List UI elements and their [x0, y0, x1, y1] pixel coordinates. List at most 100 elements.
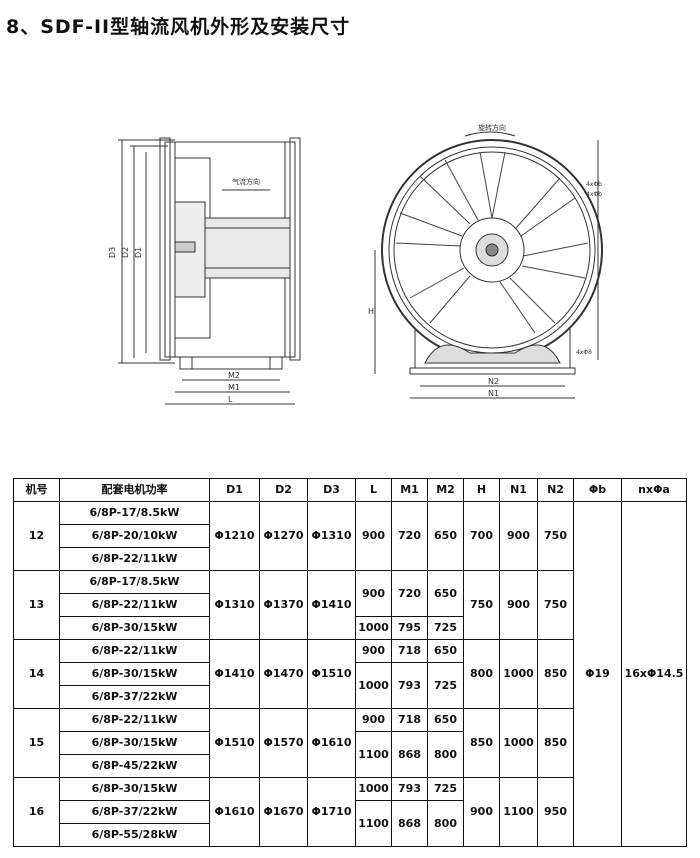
- h-cell: 700: [463, 501, 500, 571]
- m2-cell: 725: [427, 662, 464, 709]
- d3-cell: Φ1610: [307, 708, 356, 778]
- motor-cell: 6/8P-22/11kW: [59, 593, 210, 617]
- hole-callout-3: 4xΦb: [586, 191, 602, 198]
- motor-cell: 6/8P-17/8.5kW: [59, 501, 210, 525]
- n2-cell: 750: [537, 501, 574, 571]
- hole-callout-2: 4xΦ8: [576, 349, 592, 356]
- dim-D3-label: D3: [108, 247, 117, 258]
- airflow-label: 气流方向: [232, 177, 260, 186]
- m1-cell: 718: [391, 708, 428, 732]
- m1-cell: 868: [391, 800, 428, 847]
- n1-cell: 1000: [499, 708, 538, 778]
- l-cell: 1000: [355, 662, 392, 709]
- l-cell: 900: [355, 708, 392, 732]
- header-cell: M2: [427, 478, 464, 502]
- motor-cell: 6/8P-30/15kW: [59, 662, 210, 686]
- motor-cell: 6/8P-30/15kW: [59, 616, 210, 640]
- motor-cell: 6/8P-30/15kW: [59, 731, 210, 755]
- h-cell: 750: [463, 570, 500, 640]
- dim-N2-label: N2: [488, 377, 499, 386]
- motor-cell: 6/8P-37/22kW: [59, 800, 210, 824]
- m2-cell: 650: [427, 639, 464, 663]
- fan-outline-drawing: D3 D2 D1 气流方向 M2 M1 L 旋转方向: [108, 123, 603, 405]
- m2-cell: 800: [427, 800, 464, 847]
- header-cell: 配套电机功率: [59, 478, 210, 502]
- n1-cell: 900: [499, 501, 538, 571]
- motor-cell: 6/8P-45/22kW: [59, 754, 210, 778]
- table-row: 6/8P-37/22kW 1100 868 800: [14, 800, 687, 847]
- header-cell: H: [463, 478, 500, 502]
- m1-cell: 718: [391, 639, 428, 663]
- n2-cell: 850: [537, 639, 574, 709]
- table-row: 6/8P-37/22kW: [14, 685, 687, 709]
- table-row: 6/8P-30/15kW 1000 795 725: [14, 616, 687, 640]
- d2-cell: Φ1270: [259, 501, 308, 571]
- hole-callout-1: 4xΦb: [586, 181, 602, 188]
- m1-cell: 720: [391, 501, 428, 571]
- holes-cell: 16xΦ14.5: [621, 501, 687, 847]
- d2-cell: Φ1370: [259, 570, 308, 640]
- dim-M2-label: M2: [228, 371, 240, 380]
- d3-cell: Φ1710: [307, 777, 356, 847]
- motor-cell: 6/8P-22/11kW: [59, 547, 210, 571]
- table-row: 6/8P-30/15kW 1000 793 725: [14, 662, 687, 709]
- table-row: 6/8P-22/11kW: [14, 593, 687, 617]
- header-cell: L: [355, 478, 392, 502]
- rotation-label: 旋转方向: [478, 123, 506, 132]
- l-cell: 1100: [355, 731, 392, 778]
- header-cell: D1: [209, 478, 260, 502]
- motor-cell: 6/8P-17/8.5kW: [59, 570, 210, 594]
- m2-cell: 650: [427, 570, 464, 617]
- dim-D2-label: D2: [121, 247, 130, 258]
- table-row: 6/8P-22/11kW: [14, 547, 687, 571]
- n1-cell: 1100: [499, 777, 538, 847]
- m2-cell: 650: [427, 708, 464, 732]
- motor-cell: 6/8P-37/22kW: [59, 685, 210, 709]
- model-cell: 14: [13, 639, 60, 709]
- d3-cell: Φ1510: [307, 639, 356, 709]
- model-cell: 16: [13, 777, 60, 847]
- header-cell: nxΦa: [621, 478, 687, 502]
- motor-cell: 6/8P-20/10kW: [59, 524, 210, 548]
- d2-cell: Φ1670: [259, 777, 308, 847]
- table-row: 16 6/8P-30/15kW Φ1610 Φ1670 Φ1710 1000 7…: [13, 777, 687, 847]
- dimension-table: 机号 配套电机功率 D1 D2 D3 L M1 M2 H N1 N2 Φb nx…: [13, 478, 687, 847]
- model-cell: 13: [13, 570, 60, 640]
- n2-cell: 750: [537, 570, 574, 640]
- d1-cell: Φ1310: [209, 570, 260, 640]
- dim-L-label: L: [228, 395, 233, 404]
- m1-cell: 868: [391, 731, 428, 778]
- motor-cell: 6/8P-30/15kW: [59, 777, 210, 801]
- d3-cell: Φ1310: [307, 501, 356, 571]
- header-cell: D3: [307, 478, 356, 502]
- d1-cell: Φ1210: [209, 501, 260, 571]
- table-header-row: 机号 配套电机功率 D1 D2 D3 L M1 M2 H N1 N2 Φb nx…: [13, 478, 687, 502]
- table-row: 6/8P-45/22kW: [14, 754, 687, 778]
- motor-cell: 6/8P-55/28kW: [59, 823, 210, 847]
- n2-cell: 850: [537, 708, 574, 778]
- m1-cell: 720: [391, 570, 428, 617]
- m1-cell: 793: [391, 662, 428, 709]
- m2-cell: 725: [427, 616, 464, 640]
- table-row: 6/8P-20/10kW: [14, 524, 687, 548]
- l-cell: 900: [355, 639, 392, 663]
- model-cell: 15: [13, 708, 60, 778]
- page-title: 8、SDF-II型轴流风机外形及安装尺寸: [6, 16, 351, 38]
- m1-cell: 795: [391, 616, 428, 640]
- header-cell: N2: [537, 478, 574, 502]
- dim-M1-label: M1: [228, 383, 240, 392]
- d3-cell: Φ1410: [307, 570, 356, 640]
- m2-cell: 800: [427, 731, 464, 778]
- header-cell: Φb: [573, 478, 622, 502]
- table-row: 12 6/8P-17/8.5kW Φ1210 Φ1270 Φ1310 900 7…: [13, 501, 687, 847]
- dim-N1-label: N1: [488, 389, 499, 398]
- h-cell: 900: [463, 777, 500, 847]
- d2-cell: Φ1470: [259, 639, 308, 709]
- table-row: 15 6/8P-22/11kW Φ1510 Φ1570 Φ1610 900 71…: [13, 708, 687, 778]
- side-view: D3 D2 D1 气流方向 M2 M1 L: [108, 137, 301, 405]
- m2-cell: 650: [427, 501, 464, 571]
- m2-cell: 725: [427, 777, 464, 801]
- header-cell: M1: [391, 478, 428, 502]
- header-cell: N1: [499, 478, 538, 502]
- dim-H-label: H: [368, 307, 374, 316]
